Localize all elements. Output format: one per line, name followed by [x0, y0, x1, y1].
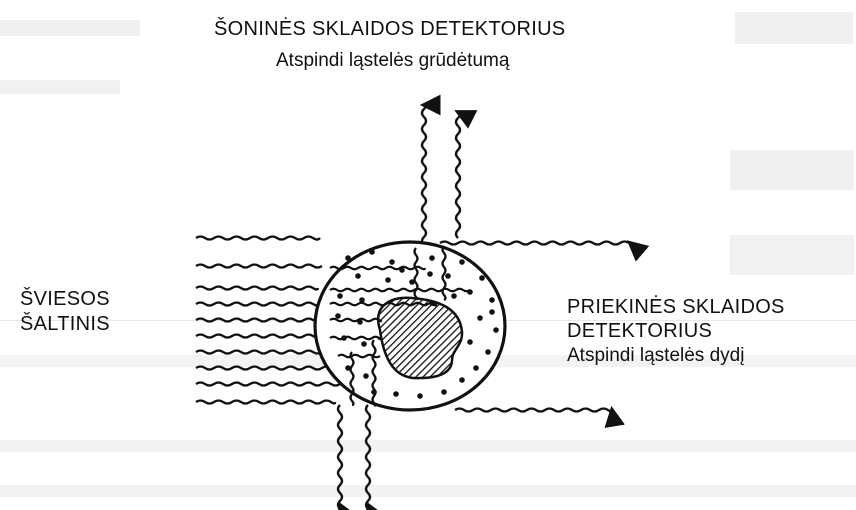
- incoming-light-ray: [196, 303, 322, 306]
- side-scatter-ray: [422, 105, 426, 245]
- granule-dot: [467, 339, 473, 345]
- granule-dot: [337, 293, 343, 299]
- granule-dot: [493, 327, 499, 333]
- granule-dot: [489, 309, 495, 315]
- granule-dot: [385, 277, 391, 283]
- incoming-light-ray: [196, 351, 333, 354]
- side-scatter-detector-title: ŠONINĖS SKLAIDOS DETEKTORIUS: [214, 18, 565, 41]
- incoming-light-ray: [196, 335, 332, 338]
- granule-dot: [489, 297, 495, 303]
- granule-dot: [441, 389, 447, 395]
- granule-dot: [473, 365, 479, 371]
- granule-dot: [335, 313, 341, 319]
- granule-dot: [393, 391, 399, 397]
- incoming-light-ray: [196, 401, 335, 404]
- granule-dot: [361, 341, 367, 347]
- incoming-light-ray: [196, 367, 334, 370]
- granule-dot: [459, 377, 465, 383]
- granule-dot: [427, 271, 433, 277]
- forward-scatter-detector-subtitle: Atspindi ląstelės dydį: [567, 345, 744, 367]
- forward-scatter-detector-title-line1: PRIEKINĖS SKLAIDOS: [567, 296, 785, 319]
- granule-dot: [451, 293, 457, 299]
- granule-dot: [479, 275, 485, 281]
- incoming-light-ray: [196, 383, 340, 386]
- granule-dot: [459, 259, 465, 265]
- incoming-light-ray: [196, 319, 322, 322]
- side-scatter-detector-subtitle: Atspindi ląstelės grūdėtumą: [276, 50, 509, 72]
- forward-scatter-ray: [440, 242, 632, 245]
- light-source-label-line2: ŠALTINIS: [20, 313, 110, 336]
- granule-dot: [389, 259, 395, 265]
- granule-dot: [363, 373, 369, 379]
- incoming-light-ray: [196, 265, 322, 268]
- downward-scatter-ray: [338, 405, 342, 510]
- internal-light-ray: [330, 289, 470, 292]
- granule-dot: [445, 273, 451, 279]
- granule-dot: [345, 255, 351, 261]
- forward-scatter-detector-title-line2: DETEKTORIUS: [567, 320, 712, 343]
- granule-dot: [429, 255, 435, 261]
- forward-scatter-ray: [455, 409, 612, 412]
- incoming-light-ray: [196, 237, 320, 240]
- light-source-label-line1: ŠVIESOS: [20, 288, 110, 311]
- granule-dot: [477, 315, 483, 321]
- side-scatter-ray: [456, 112, 460, 238]
- downward-scatter-ray: [366, 405, 370, 510]
- granule-dot: [369, 249, 375, 255]
- granule-dot: [355, 273, 361, 279]
- granule-dot: [417, 393, 423, 399]
- granule-dot: [485, 349, 491, 355]
- incoming-light-ray: [196, 287, 318, 290]
